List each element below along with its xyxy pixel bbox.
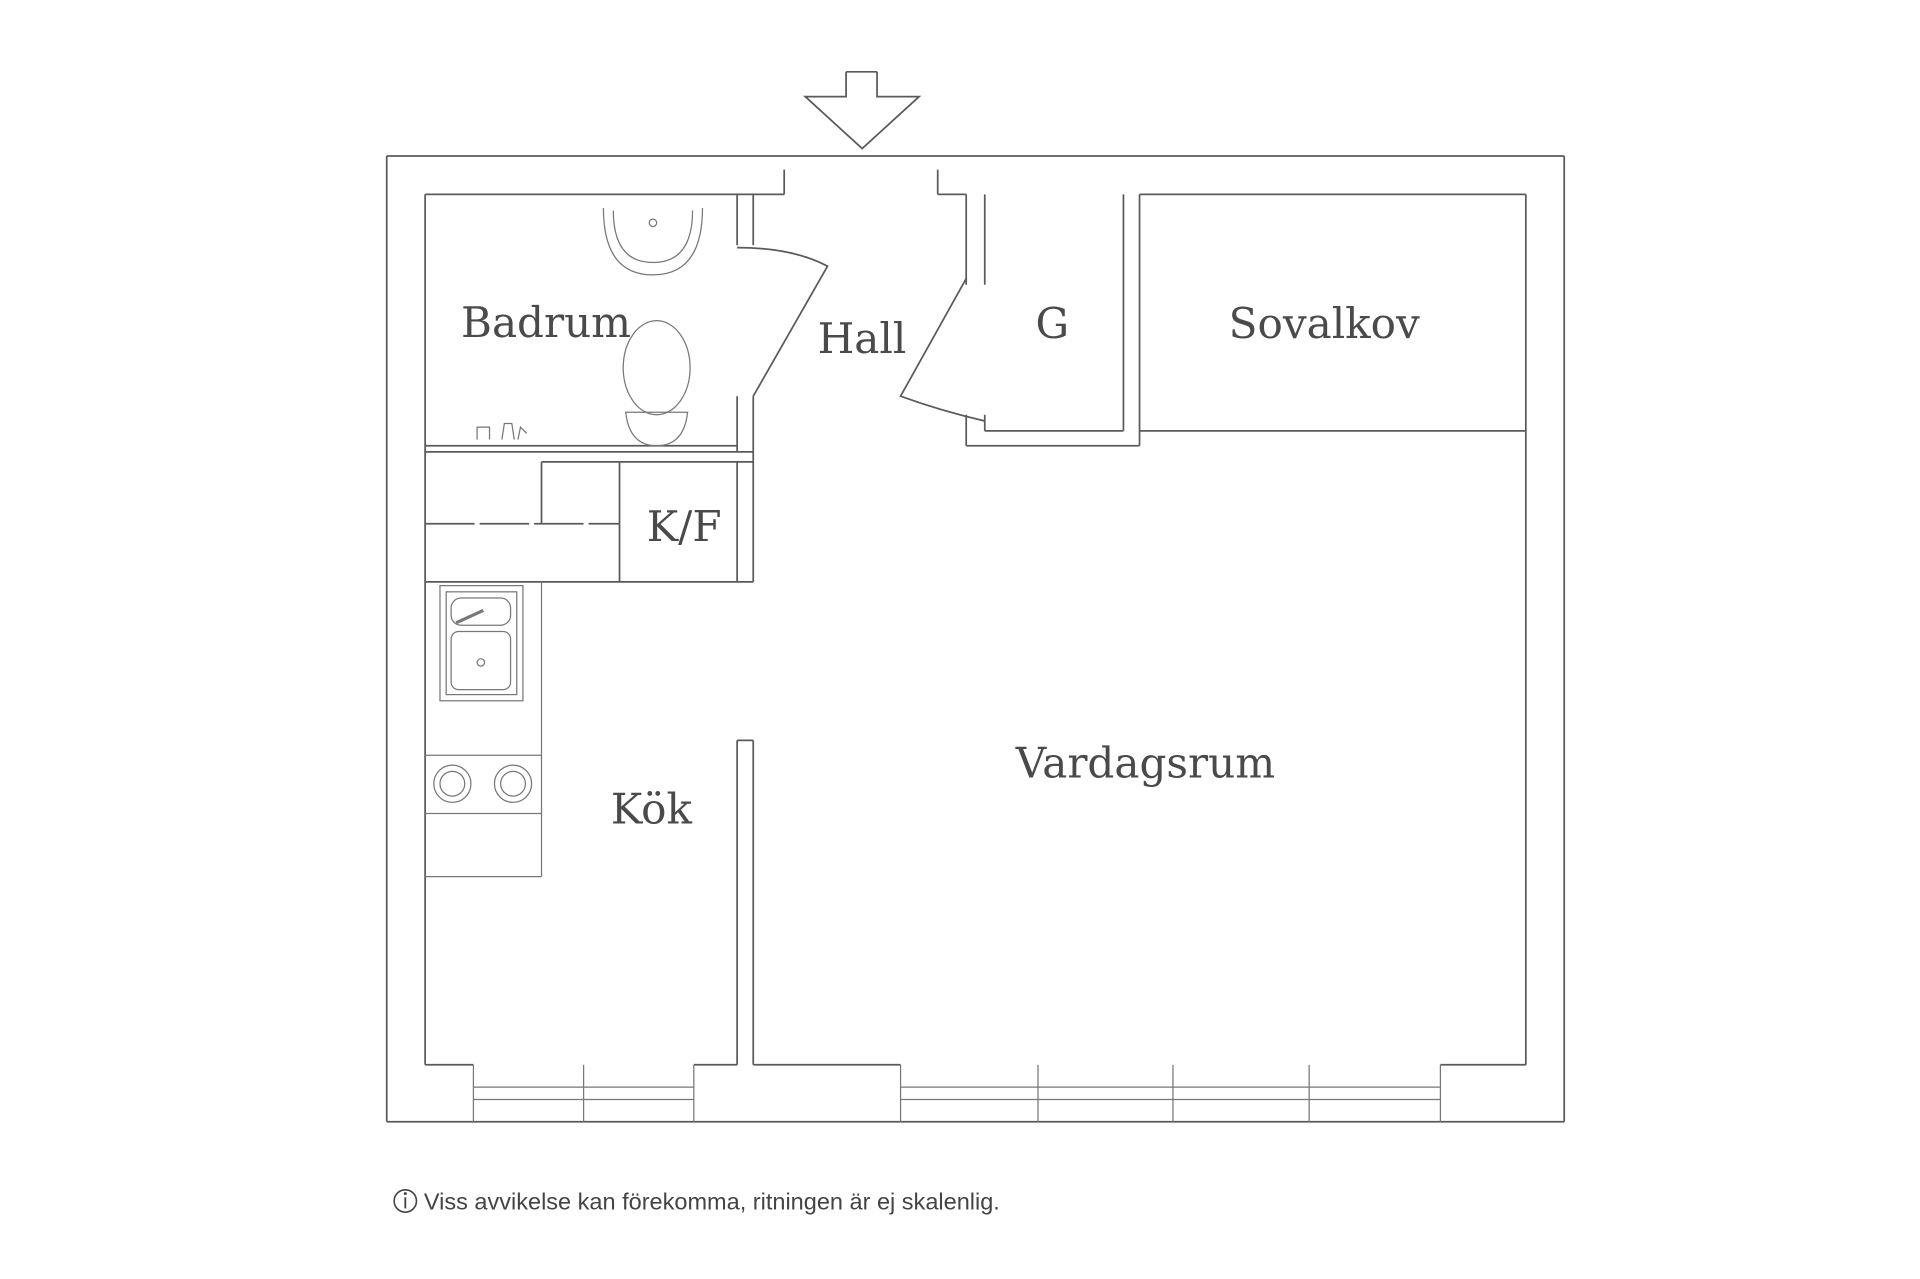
room-label-sovalkov: Sovalkov bbox=[1229, 299, 1420, 348]
room-label-vardagsrum: Vardagsrum bbox=[1015, 739, 1275, 788]
disclaimer-text: Viss avvikelse kan förekomma, ritningen … bbox=[424, 1189, 1000, 1215]
walls bbox=[385, 155, 1566, 1123]
room-label-kf: K/F bbox=[647, 502, 722, 551]
windows bbox=[472, 1064, 1442, 1122]
room-label-badrum: Badrum bbox=[461, 298, 631, 347]
toilet-icon bbox=[622, 320, 691, 447]
sink-icon bbox=[439, 585, 524, 702]
info-icon bbox=[393, 1189, 418, 1213]
room-label-g: G bbox=[1036, 299, 1070, 348]
stove-icon bbox=[425, 581, 543, 878]
washbasin-icon bbox=[602, 208, 704, 276]
shower-icon bbox=[476, 422, 528, 440]
room-label-hall: Hall bbox=[818, 314, 907, 363]
room-label-kok: Kök bbox=[611, 784, 693, 833]
entry-arrow-icon bbox=[802, 70, 922, 150]
